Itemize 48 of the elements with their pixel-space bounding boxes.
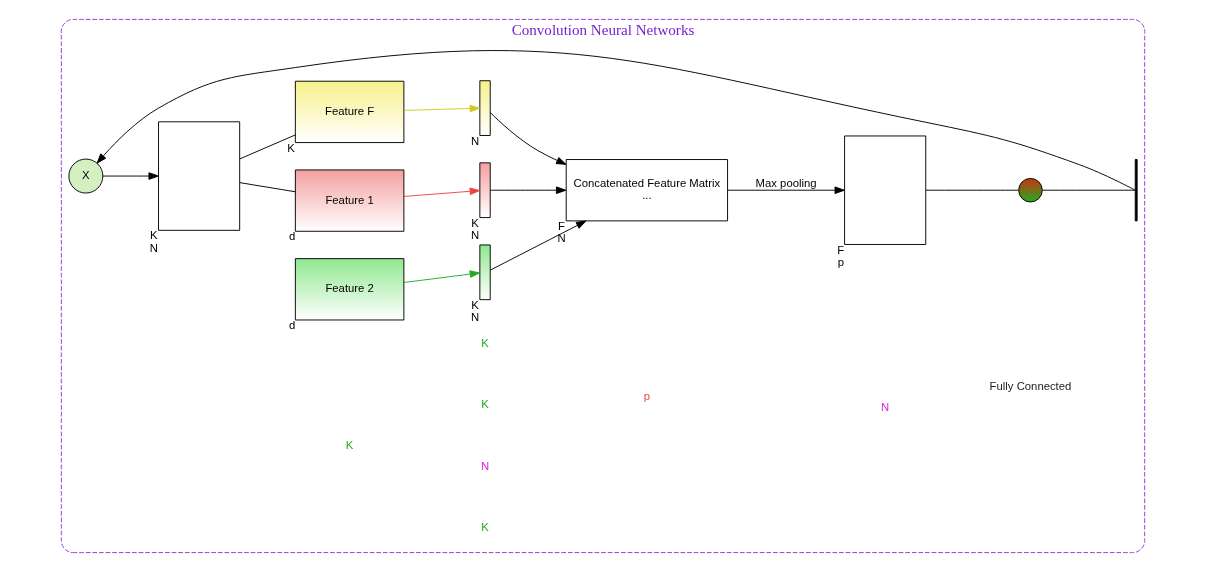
label: K	[480, 520, 489, 533]
node-label: N	[149, 241, 158, 254]
node-box	[157, 121, 240, 231]
node-bar	[478, 80, 491, 136]
connector	[925, 189, 1019, 191]
node-bar	[1134, 159, 1138, 222]
arrow	[102, 172, 159, 180]
node-box	[843, 135, 926, 245]
label: K	[480, 398, 489, 411]
node-box: Feature F	[294, 80, 404, 144]
node-label: K	[149, 229, 158, 242]
label: K	[480, 336, 489, 349]
node-label: F	[836, 243, 844, 256]
arrow	[726, 186, 845, 194]
connector	[238, 134, 296, 160]
node-label: N	[470, 311, 479, 324]
arrow	[403, 187, 480, 197]
edge-label: Max pooling	[755, 177, 817, 190]
node-label: K	[286, 141, 295, 154]
arrow	[489, 220, 586, 271]
connector	[238, 182, 296, 193]
node-label: N	[470, 134, 479, 147]
node-bar	[478, 244, 491, 301]
node-circle	[1017, 177, 1043, 203]
arrow	[403, 270, 480, 283]
arrow	[403, 104, 480, 113]
node-box: Feature 1	[294, 169, 404, 232]
arrow	[489, 186, 566, 194]
node-box: Concatenated Feature Matrix ...	[565, 159, 728, 222]
connector	[1041, 189, 1136, 191]
arrow	[96, 50, 1136, 191]
node-label: K	[470, 298, 479, 311]
node-circle: X	[67, 158, 103, 194]
label: N	[880, 401, 889, 414]
label: Fully Connected	[989, 380, 1071, 393]
label: N	[480, 459, 489, 472]
node-label: d	[288, 230, 295, 243]
node-label: p	[837, 255, 844, 268]
node-box: Feature 2	[294, 258, 404, 321]
node-label: F	[557, 219, 565, 232]
node-label: K	[470, 216, 479, 229]
label: K	[345, 438, 353, 451]
arrow	[489, 112, 567, 165]
node-bar	[478, 162, 491, 219]
node-label: d	[288, 319, 295, 332]
node-label: N	[470, 228, 479, 241]
label: p	[643, 389, 650, 402]
node-label: N	[556, 232, 566, 245]
